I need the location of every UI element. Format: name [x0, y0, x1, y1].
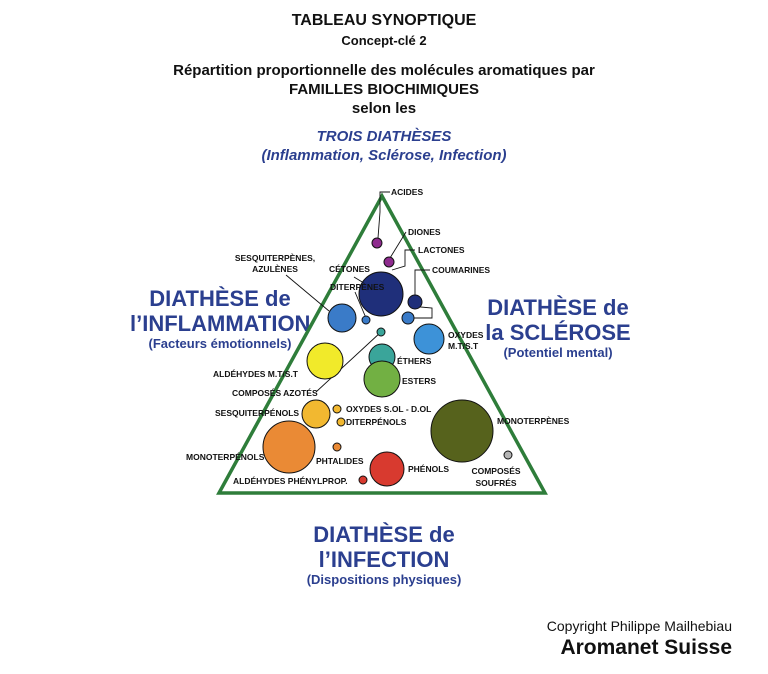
label-oxydes-mts-line2: M.T/S.T — [448, 341, 479, 351]
inflammation-title-line1: DIATHÈSE de — [149, 286, 291, 311]
composes-soufres-bubble — [503, 450, 513, 460]
description-line-3: selon les — [351, 100, 417, 117]
esters-bubble — [363, 360, 401, 398]
label-sesquiterpenols: SESQUITERPÉNOLS — [215, 408, 299, 418]
highlight-title: TROIS DIATHÈSES — [316, 128, 452, 145]
label-aldehydes-phenylprop: ALDÉHYDES PHÉNYLPROP. — [233, 476, 348, 486]
brand-name: Aromanet Suisse — [560, 636, 732, 659]
label-sesquiterpenes-line1: SESQUITERPÈNES, — [235, 253, 315, 263]
triangle-outline — [216, 192, 548, 495]
oxydes-mts-bubble — [413, 323, 445, 355]
composes-azotes-bubble — [376, 327, 386, 337]
cetones-bubble — [358, 271, 404, 317]
phtalides-bubble — [332, 442, 342, 452]
aldehydes-mts-bubble — [306, 342, 344, 380]
diones-bubble — [383, 256, 395, 268]
oxydes-sol-bubble — [332, 404, 342, 414]
label-ethers: ÉTHERS — [397, 356, 432, 366]
sesquiterpenes-bubble — [327, 303, 357, 333]
inflammation-title: DIATHÈSE de l’INFLAMMATION — [130, 286, 310, 336]
label-coumarines: COUMARINES — [432, 265, 490, 275]
description-line-1: Répartition proportionnelle des molécule… — [173, 62, 595, 79]
inflammation-title-line2: l’INFLAMMATION — [130, 311, 311, 336]
inflammation-subtitle: (Facteurs émotionnels) — [148, 336, 292, 351]
label-composes-soufres-line1: COMPOSÉS — [471, 466, 520, 476]
label-composes-soufres-line2: SOUFRÉS — [475, 478, 516, 488]
sclerose-title: DIATHÈSE de la SCLÉROSE — [478, 295, 638, 345]
lactones-bubble — [407, 294, 423, 310]
label-phenols: PHÉNOLS — [408, 464, 449, 474]
label-diterpenes: DITERPÈNES — [330, 282, 385, 292]
label-monoterpenols: MONOTERPÉNOLS — [186, 452, 265, 462]
label-cetones: CÉTONES — [329, 264, 370, 274]
page-subtitle: Concept-clé 2 — [341, 33, 427, 48]
monoterpenols-bubble — [262, 420, 316, 474]
monoterpenes-bubble — [430, 399, 494, 463]
highlight-subtitle: (Inflammation, Sclérose, Infection) — [261, 147, 507, 164]
label-phtalides: PHTALIDES — [316, 456, 364, 466]
label-oxydes-mts-line1: OXYDES — [448, 330, 484, 340]
phenols-bubble — [369, 451, 405, 487]
label-diterpenols: DITERPÉNOLS — [346, 417, 407, 427]
label-lactones: LACTONES — [418, 245, 465, 255]
acides-bubble — [371, 237, 383, 249]
infection-title: DIATHÈSE de l’INFECTION — [284, 522, 484, 572]
label-aldehydes-mts: ALDÉHYDES M.T/S.T — [213, 369, 299, 379]
label-esters: ESTERS — [402, 376, 436, 386]
aldehydes-phenylprop-bubble — [358, 475, 368, 485]
diterpenols-bubble — [336, 417, 346, 427]
infection-title-line1: DIATHÈSE de — [313, 522, 455, 547]
sclerose-title-line1: DIATHÈSE de — [487, 295, 629, 320]
label-monoterpenes: MONOTERPÈNES — [497, 416, 570, 426]
sclerose-title-line2: la SCLÉROSE — [485, 320, 631, 345]
sesquiterpenols-bubble — [301, 399, 331, 429]
bubble-labels: ACIDES DIONES LACTONES COUMARINES SESQUI… — [186, 187, 570, 488]
bubbles — [262, 237, 513, 487]
label-acides: ACIDES — [391, 187, 423, 197]
label-sesquiterpenes-line2: AZULÈNES — [252, 264, 298, 274]
label-diones: DIONES — [408, 227, 441, 237]
label-composes-azotes: COMPOSÉS AZOTÉS — [232, 388, 318, 398]
description-line-2: FAMILLES BIOCHIMIQUES — [288, 81, 479, 98]
page-title: TABLEAU SYNOPTIQUE — [291, 12, 477, 29]
diterpenes-bubble — [361, 315, 371, 325]
sclerose-subtitle: (Potentiel mental) — [503, 345, 613, 360]
coumarines-bubble — [401, 311, 415, 325]
copyright-text: Copyright Philippe Mailhebiau — [546, 618, 732, 634]
label-oxydes-sol: OXYDES S.OL - D.OL — [346, 404, 431, 414]
infection-subtitle: (Dispositions physiques) — [306, 572, 462, 587]
infection-title-line2: l’INFECTION — [318, 547, 450, 572]
